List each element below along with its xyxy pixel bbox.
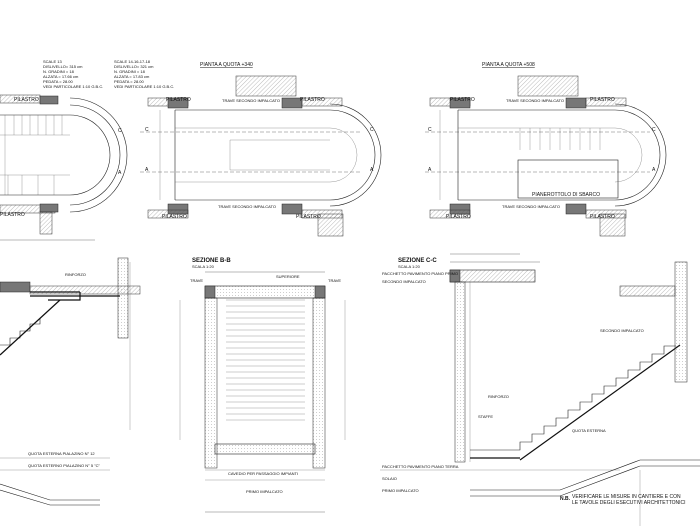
impalcato-label: SECONDO IMPALCATO bbox=[600, 328, 644, 333]
section-mark: A bbox=[370, 167, 374, 173]
pilastro-label: PILASTRO bbox=[590, 97, 615, 103]
cavedio-label: CAVEDIO PER PASSAGGIO IMPIANTI bbox=[228, 471, 298, 476]
trave-label: TRAVE SECONDO IMPALCATO bbox=[502, 204, 560, 209]
plan-title: PIANTA A QUOTA +508 bbox=[482, 62, 535, 68]
trave-label: TRAVE SECONDO IMPALCATO bbox=[506, 98, 564, 103]
note-block: N.B. bbox=[560, 496, 571, 502]
scale-label: SCALA 1:20 bbox=[398, 264, 421, 269]
pilastro-label: PILASTRO bbox=[296, 214, 321, 220]
plan-middle: PIANTA A QUOTA +340 PILASTRO PILASTRO PI… bbox=[140, 62, 382, 237]
pilastro-label: PILASTRO bbox=[14, 97, 39, 103]
pilastro-label: PILASTRO bbox=[166, 97, 191, 103]
scale-label: SCALA 1:20 bbox=[192, 264, 215, 269]
pilastro-label: PILASTRO bbox=[446, 214, 471, 220]
note-line: SCALE 14-16-17-18 bbox=[114, 59, 151, 64]
plan-notes-left: SCALE 13 DISLIVELLO= 315 cm N. GRADINI =… bbox=[43, 59, 103, 89]
pilastro-label: PILASTRO bbox=[300, 97, 325, 103]
note-line: ALZATA = 17.83 cm bbox=[114, 74, 150, 79]
pilastro-label: PILASTRO bbox=[162, 214, 187, 220]
trave-label: TRAVE SECONDO IMPALCATO bbox=[222, 98, 280, 103]
section-title: SEZIONE B-B bbox=[192, 258, 231, 264]
section-cc: SEZIONE C-C SCALA 1:20 PACCHETTO PAVIMEN… bbox=[380, 253, 700, 526]
section-mark: A bbox=[118, 170, 122, 176]
note-line: VEDI PARTICOLARE 1:10 G.B.C. bbox=[43, 84, 103, 89]
section-bb: SEZIONE B-B SCALA 1:20 SUPERIORE TRAVE T… bbox=[179, 258, 346, 513]
trave-label: TRAVE bbox=[190, 278, 203, 283]
quota-label: QUOTA ESTERNO PIALAZINO N° 5 "C" bbox=[28, 463, 101, 468]
impalcato-label: PRIMO IMPALCATO bbox=[382, 488, 419, 493]
section-mark: A bbox=[145, 167, 149, 173]
section-mark: A bbox=[428, 167, 432, 173]
plan-left: PILASTRO PILASTRO C A bbox=[0, 94, 128, 241]
section-mark: C bbox=[118, 128, 122, 134]
plan-title: PIANTA A QUOTA +340 bbox=[200, 62, 253, 68]
note-line: DISLIVELLO= 315 cm bbox=[43, 64, 83, 69]
trave-label: TRAVE bbox=[328, 278, 341, 283]
pacchetto-label: PACCHETTO PAVIMENTO PIANO TERRA bbox=[382, 464, 459, 469]
trave-label: TRAVE SECONDO IMPALCATO bbox=[218, 204, 276, 209]
section-left: RINFORZO QUOTA ESTERNA PIALAZINO N° 12 Q… bbox=[0, 257, 141, 506]
section-mark: C bbox=[652, 127, 656, 133]
note-line: PEDATA = 28.00 bbox=[43, 79, 74, 84]
impalcato-label: PRIMO IMPALCATO bbox=[246, 489, 283, 494]
note-line: SCALE 13 bbox=[43, 59, 62, 64]
pacchetto-label: PACCHETTO PAVIMENTO PIANO PRIMO bbox=[382, 271, 458, 276]
note-label: N.B. bbox=[560, 496, 571, 502]
section-mark: C bbox=[145, 127, 149, 133]
section-mark: A bbox=[652, 167, 656, 173]
pilastro-label: PILASTRO bbox=[590, 214, 615, 220]
solaio-label: SOLAIO bbox=[382, 476, 397, 481]
rinforzo-label: RINFORZO bbox=[65, 272, 86, 277]
note-line: DISLIVELLO= 321 cm bbox=[114, 64, 154, 69]
plan-notes-right: SCALE 14-16-17-18 DISLIVELLO= 321 cm N. … bbox=[114, 59, 174, 89]
rinforzo-label: RINFORZO bbox=[488, 394, 509, 399]
pianerottolo-label: PIANEROTTOLO DI SBARCO bbox=[532, 192, 600, 198]
note-text: VERIFICARE LE MISURE IN CANTIERE E CON L… bbox=[572, 494, 686, 506]
staffe-label: STAFFE bbox=[478, 414, 493, 419]
note-line: VEDI PARTICOLARE 1:10 G.B.C. bbox=[114, 84, 174, 89]
quota-label: QUOTA ESTERNA PIALAZINO N° 12 bbox=[28, 451, 95, 456]
step-lines bbox=[226, 299, 305, 421]
pilastro-label: PILASTRO bbox=[0, 212, 25, 218]
section-mark: C bbox=[428, 127, 432, 133]
superiore-label: SUPERIORE bbox=[276, 274, 300, 279]
plan-right: PIANTA A QUOTA +508 PILASTRO PILASTRO PI… bbox=[425, 62, 667, 237]
quota-label: QUOTA ESTERNA bbox=[572, 428, 606, 433]
note-line: ALZATA = 17.66 cm bbox=[43, 74, 79, 79]
note-line: PEDATA = 28.00 bbox=[114, 79, 145, 84]
note-line: N. GRADINI = 18 bbox=[114, 69, 146, 74]
note-line: N. GRADINI = 18 bbox=[43, 69, 75, 74]
section-mark: C bbox=[370, 127, 374, 133]
pilastro-label: PILASTRO bbox=[450, 97, 475, 103]
section-title: SEZIONE C-C bbox=[398, 258, 437, 264]
impalcato-label: SECONDO IMPALCATO bbox=[382, 279, 426, 284]
